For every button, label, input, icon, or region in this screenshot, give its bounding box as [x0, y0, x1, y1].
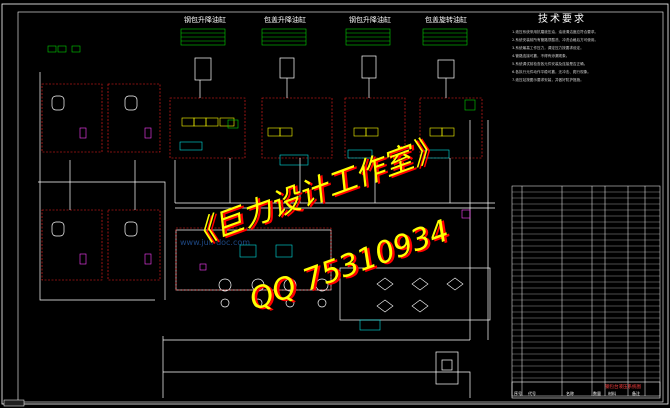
parts-list-rows: [512, 191, 660, 379]
main-piping: [38, 72, 495, 398]
watermark-url: www.juli-doc.com: [180, 238, 251, 247]
tb-field-4: 数量: [593, 391, 601, 396]
valves-magenta: [79, 127, 471, 271]
note-3: 3.系统最高工作压力，调定压力按要求设定。: [512, 46, 584, 50]
tb-field-2: 代号: [528, 391, 536, 396]
parts-list-table: [511, 185, 661, 397]
title-cylinder-1: 钢包升降油缸: [184, 16, 226, 24]
inner-frame: [17, 11, 664, 403]
title-block: [511, 381, 661, 399]
tb-field-6: 备注: [632, 391, 640, 396]
pumps: [218, 278, 329, 308]
accumulators: [51, 55, 455, 237]
note-7: 7.液压站按图示要求安装，并做好防护措施。: [512, 78, 584, 82]
title-block-name: 钢包台液压系统图: [605, 385, 641, 390]
note-6: 6.各执行元件动作平稳可靠，无冲击、爬行现象。: [512, 70, 591, 74]
valves-cyan: [179, 141, 450, 331]
notes-title: 技术要求: [538, 14, 586, 25]
filters: [376, 277, 464, 313]
cylinder-title-boxes: [180, 28, 468, 46]
valves-green: [47, 45, 476, 129]
valves-yellow: [181, 117, 455, 137]
note-1: 1.液压系统采用抗磨液压油，油液清洁度应符合要求。: [512, 30, 599, 34]
layout-tab: [3, 399, 25, 407]
tb-field-1: 序号: [514, 391, 522, 396]
title-cylinder-4: 包盖旋转油缸: [425, 16, 467, 24]
tb-field-3: 名称: [566, 391, 574, 396]
drawing-frame: [1, 3, 669, 405]
title-cylinder-3: 钢包升降油缸: [349, 16, 391, 24]
tb-field-5: 材料: [608, 391, 616, 396]
title-cylinder-2: 包盖升降油缸: [264, 16, 306, 24]
note-2: 2.系统安装前所有管路须酸洗、冲洗合格后方可使用。: [512, 38, 599, 42]
note-4: 4.管路连接可靠，不得有渗漏现象。: [512, 54, 570, 58]
note-5: 5.系统调试前检查各元件安装及连接是否正确。: [512, 62, 588, 66]
left-red-modules: [41, 83, 483, 281]
pump-group-box: [175, 227, 332, 291]
